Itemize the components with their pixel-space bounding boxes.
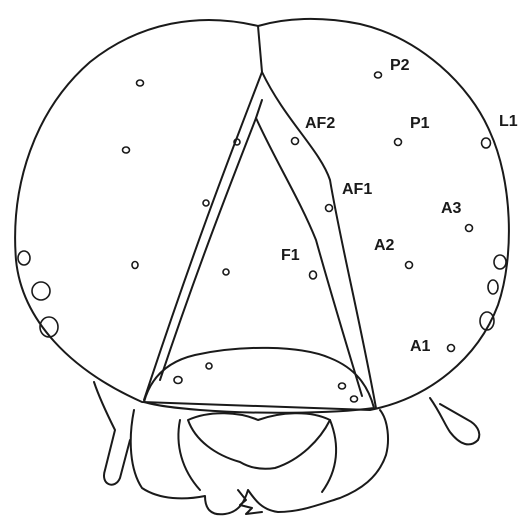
label-F1: F1 bbox=[281, 247, 300, 264]
pore bbox=[32, 282, 50, 300]
pore bbox=[223, 269, 229, 275]
mouth-inner bbox=[188, 413, 330, 469]
labrum bbox=[131, 410, 388, 514]
pore bbox=[123, 147, 130, 153]
label-AF1: AF1 bbox=[342, 181, 372, 198]
pores bbox=[18, 72, 506, 402]
pore bbox=[351, 396, 358, 402]
antenna-left bbox=[94, 382, 130, 485]
pore-F1 bbox=[310, 271, 317, 279]
pore-AF1 bbox=[326, 205, 333, 212]
pore-P2 bbox=[375, 72, 382, 78]
pore bbox=[137, 80, 144, 86]
label-A1: A1 bbox=[410, 338, 431, 355]
pore bbox=[488, 280, 498, 294]
mandible-left bbox=[178, 420, 200, 490]
pore bbox=[18, 251, 30, 265]
pore bbox=[339, 383, 346, 389]
label-L1: L1 bbox=[499, 113, 518, 130]
pore bbox=[203, 200, 209, 206]
pore-A2 bbox=[406, 262, 413, 269]
label-AF2: AF2 bbox=[305, 115, 335, 132]
antenna-right bbox=[430, 398, 479, 444]
pore-A1 bbox=[448, 345, 455, 352]
pore-L1 bbox=[482, 138, 491, 148]
frons-inner-top bbox=[256, 100, 262, 118]
pore-AF2 bbox=[292, 138, 299, 145]
frons-outer bbox=[144, 72, 262, 400]
pore bbox=[174, 377, 182, 384]
head-outline bbox=[15, 19, 509, 410]
pore-A3 bbox=[466, 225, 473, 232]
label-P2: P2 bbox=[390, 57, 410, 74]
pore bbox=[494, 255, 506, 269]
label-P1: P1 bbox=[410, 115, 430, 132]
pore-P1 bbox=[395, 139, 402, 146]
label-A2: A2 bbox=[374, 237, 395, 254]
pore bbox=[132, 262, 138, 269]
frons-inner-left bbox=[160, 118, 256, 380]
midline-suture bbox=[258, 26, 262, 72]
label-A3: A3 bbox=[441, 200, 462, 217]
pore bbox=[206, 363, 212, 369]
